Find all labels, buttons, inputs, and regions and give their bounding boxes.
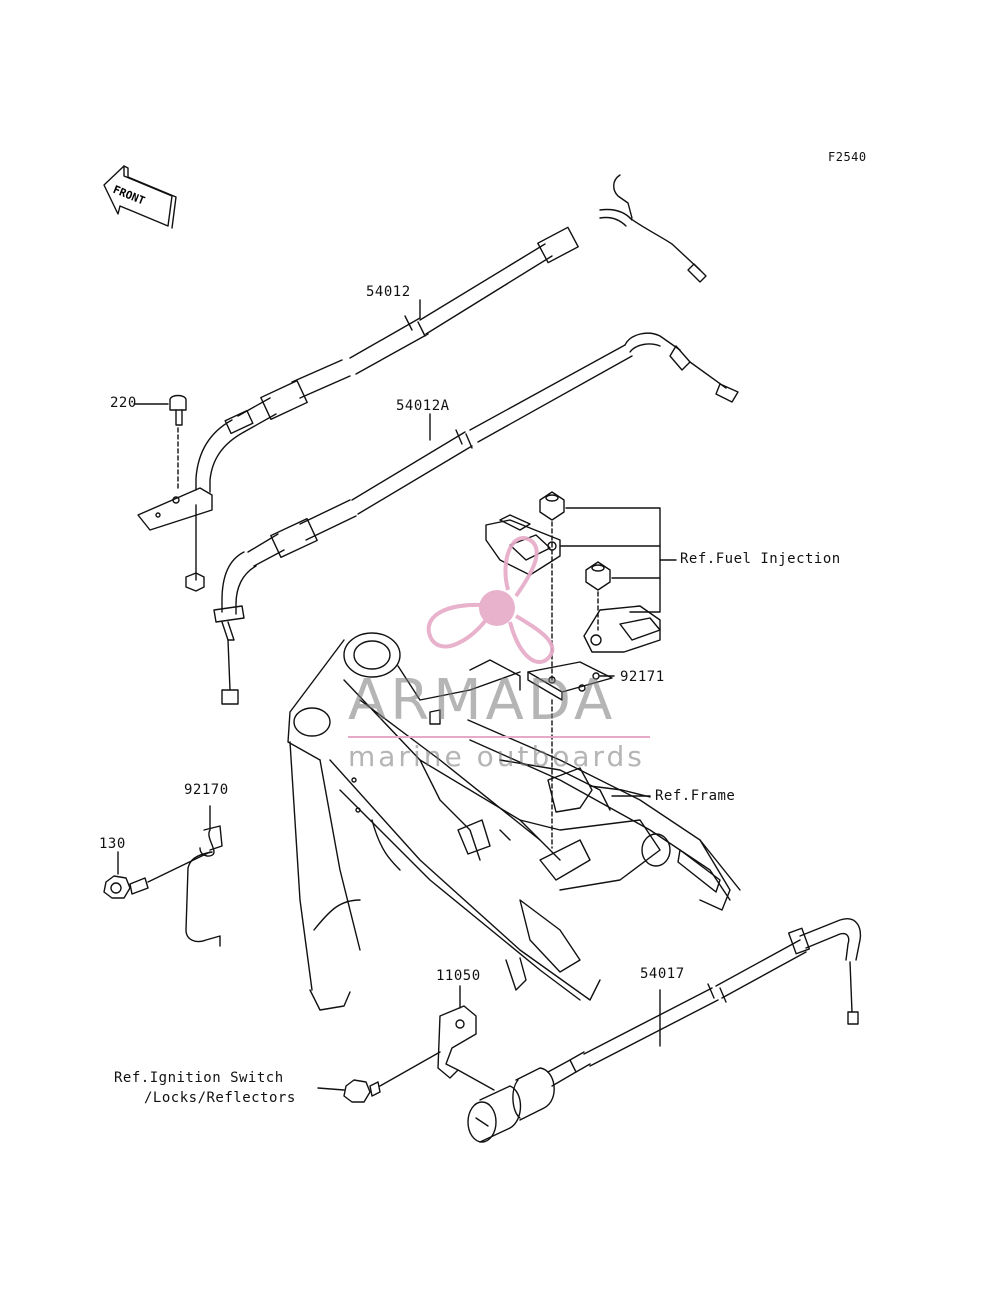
watermark-propeller-icon — [426, 536, 555, 664]
front-arrow-icon — [103, 165, 177, 229]
bracket-92171 — [527, 661, 615, 849]
ref-ignition-line2[interactable]: /Locks/Reflectors — [144, 1090, 296, 1106]
diagram-code: F2540 — [828, 150, 867, 164]
part-label-220[interactable]: 220 — [110, 395, 137, 411]
ref-ignition-line1[interactable]: Ref.Ignition Switch — [114, 1070, 284, 1086]
watermark-brand: ARMADA — [348, 668, 617, 733]
ref-fuel-injection[interactable]: Ref.Fuel Injection — [680, 551, 841, 567]
part-label-92170[interactable]: 92170 — [184, 782, 229, 798]
choke-cable-54017 — [467, 918, 862, 1143]
part-label-54012[interactable]: 54012 — [366, 284, 411, 300]
part-label-54012A[interactable]: 54012A — [396, 398, 450, 414]
clip-92170 — [185, 805, 223, 947]
frame — [287, 632, 741, 1011]
bolt-130 — [103, 851, 211, 899]
part-label-92171[interactable]: 92171 — [620, 669, 665, 685]
sensor-upper — [485, 491, 565, 681]
part-label-130[interactable]: 130 — [99, 836, 126, 852]
part-label-11050[interactable]: 11050 — [436, 968, 481, 984]
ignition-bolt — [317, 1051, 441, 1103]
watermark-tagline: marine outboards — [348, 740, 645, 773]
throttle-cable-54012A — [213, 332, 739, 705]
part-label-54017[interactable]: 54017 — [640, 966, 685, 982]
bracket-11050 — [437, 985, 495, 1091]
ref-frame[interactable]: Ref.Frame — [655, 788, 736, 804]
bolt-220 — [133, 394, 187, 491]
throttle-cable-54012 — [137, 174, 707, 592]
sensor-lower — [583, 561, 661, 653]
